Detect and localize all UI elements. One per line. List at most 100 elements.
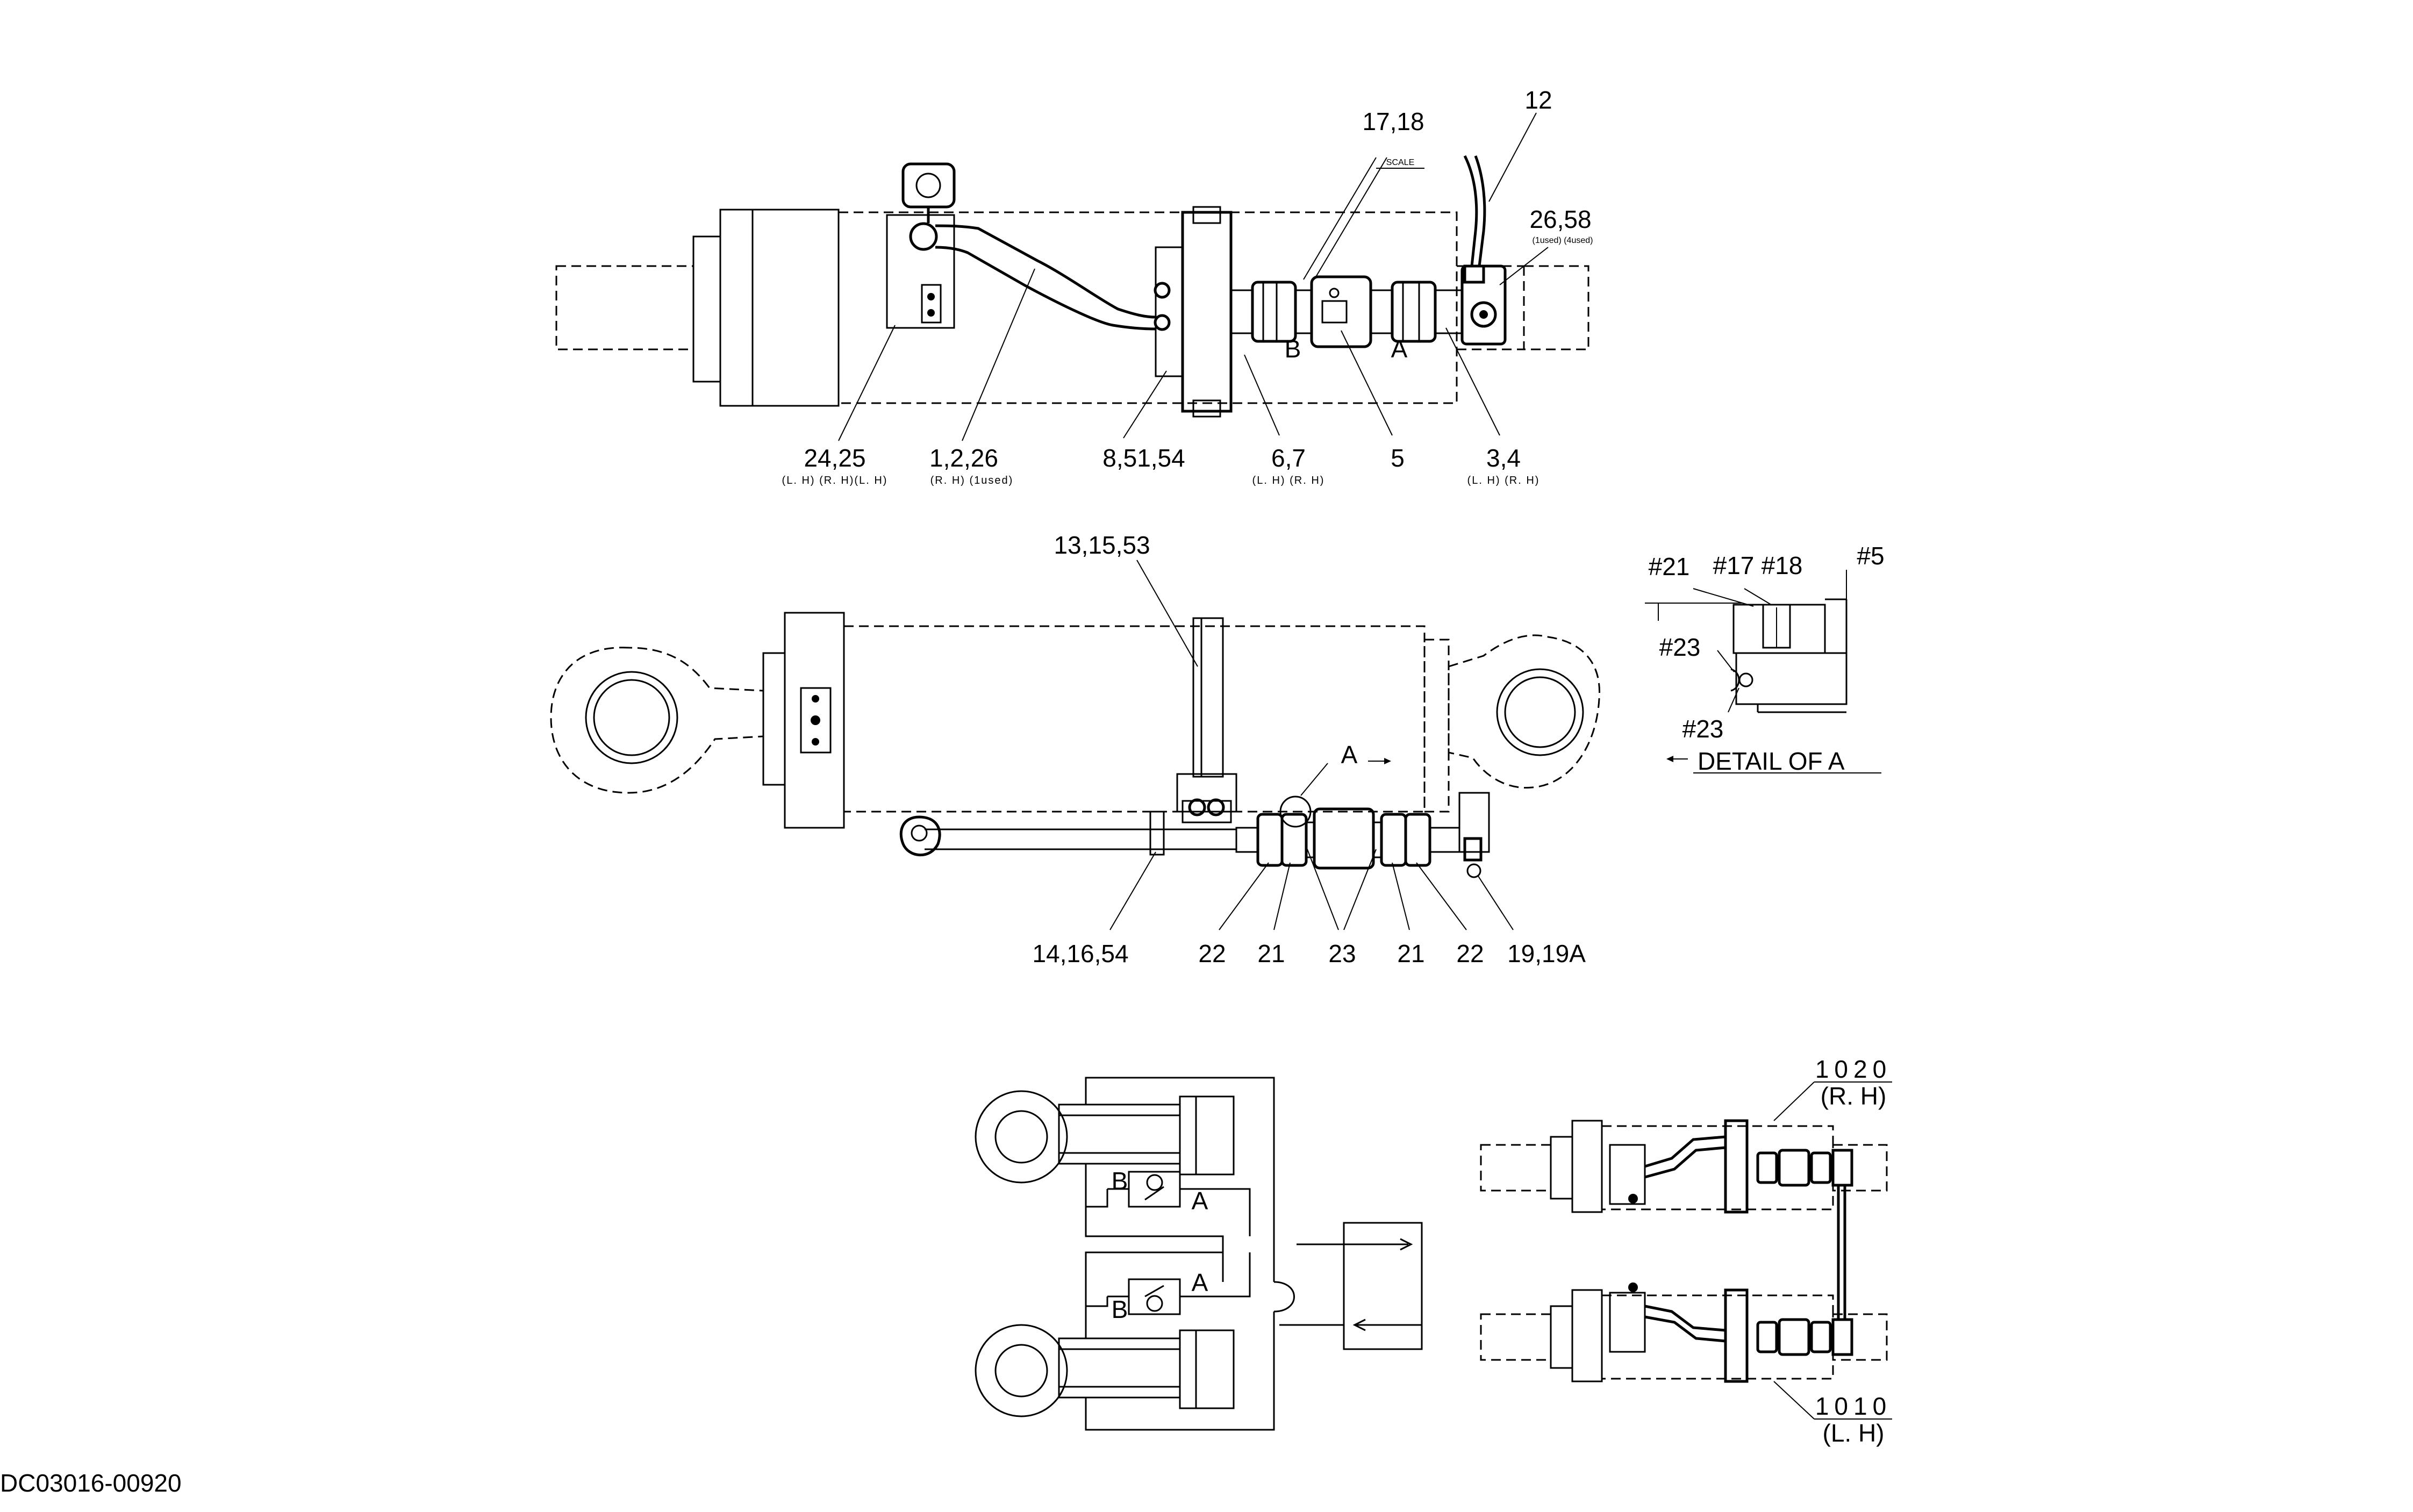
- sch-upper-orifice: [1144, 1186, 1164, 1201]
- sch-line-lower-rod: [1085, 1312, 1275, 1431]
- top-bracket-block: [921, 284, 942, 324]
- label-14-16-54: 14,16,54: [1032, 940, 1128, 968]
- top-elbow-port: [915, 173, 941, 198]
- lh-bracket: [1609, 1292, 1646, 1353]
- label-h18: #18: [1762, 551, 1803, 579]
- side-right-eye-bush: [1504, 676, 1576, 748]
- rh-pipe-2: [1644, 1146, 1726, 1179]
- label-21-right: 21: [1397, 940, 1424, 968]
- label-8-51-54: 8,51,54: [1102, 444, 1185, 472]
- label-port-b-top: B: [1285, 335, 1301, 363]
- sch-upper-piston: [1179, 1095, 1197, 1176]
- top-clamp-bolt-1: [1154, 282, 1171, 299]
- rh-rod-right: [1832, 1144, 1888, 1192]
- label-1-2-26-sub: (R. H) (1used): [930, 475, 1014, 486]
- sch-upper-barrel: [1195, 1095, 1235, 1176]
- sch-upper-valve-b-line: [1086, 1189, 1108, 1208]
- side-port-bolt-1: [812, 695, 819, 703]
- leader-19-19a: [1478, 876, 1514, 930]
- sch-lower-rod-inner: [1058, 1348, 1181, 1388]
- leader-21b: [1392, 862, 1410, 930]
- label-h5: #5: [1857, 542, 1884, 570]
- label-6-7-sub: (L. H) (R. H): [1252, 475, 1325, 486]
- leader-21a: [1273, 862, 1291, 930]
- lh-head: [1571, 1289, 1603, 1382]
- side-left-eye-bore: [585, 671, 678, 764]
- side-barrel: [843, 625, 1426, 813]
- sch-junction: [1273, 1281, 1295, 1313]
- rh-gland: [1550, 1136, 1573, 1200]
- leader-22b: [1416, 862, 1467, 930]
- sch-line-upper-head: [1085, 1164, 1224, 1282]
- label-17-18: 17,18: [1362, 108, 1424, 135]
- sch-upper-rod: [1058, 1103, 1181, 1165]
- leader-12: [1488, 112, 1537, 202]
- sch-upper-rod-inner: [1058, 1114, 1181, 1154]
- top-valve-body: [1310, 275, 1372, 348]
- label-1-2-26: 1,2,26: [929, 444, 998, 472]
- detail-leader-23a: [1717, 650, 1735, 672]
- side-grease-nipple: [1463, 837, 1483, 862]
- side-bracket-bolt-1: [1188, 798, 1206, 816]
- sch-lower-valve-b-line: [1086, 1296, 1108, 1307]
- label-lh-number: 1010: [1815, 1392, 1892, 1420]
- side-port-hole: [811, 715, 820, 725]
- sch-upper-valve-lines: [1107, 1188, 1251, 1236]
- sch-lower-barrel: [1195, 1329, 1235, 1409]
- top-head-flange: [751, 209, 840, 407]
- side-valve-body: [1313, 807, 1375, 870]
- top-swivel-cap: [1463, 264, 1485, 284]
- label-21-left: 21: [1257, 940, 1285, 968]
- detail-arrowhead: [1384, 758, 1391, 764]
- leader-5: [1341, 330, 1393, 436]
- leader-23a: [1307, 849, 1339, 930]
- lh-fitting-a: [1810, 1321, 1832, 1353]
- sch-upper-check: [1146, 1174, 1163, 1191]
- sch-upper-eye-inner: [994, 1110, 1048, 1164]
- lh-pipe-2: [1644, 1315, 1726, 1343]
- top-fitting-3: [1370, 289, 1393, 334]
- label-3-4: 3,4: [1486, 444, 1521, 472]
- label-24-25: 24,25: [804, 444, 865, 472]
- label-sch-a-lower: A: [1192, 1269, 1208, 1296]
- rh-pipe-1: [1644, 1135, 1726, 1168]
- rh-valve: [1778, 1149, 1810, 1187]
- side-vertical-bracket: [1192, 617, 1224, 778]
- top-long-pipe-left: [1463, 155, 1478, 267]
- layout-view: 1020 (R. H) 1010 (L. H): [1480, 1055, 1892, 1447]
- side-grease-ball: [1466, 863, 1481, 878]
- leader-26-58: [1499, 247, 1549, 285]
- sch-lower-check: [1146, 1295, 1163, 1312]
- lh-rod-left: [1480, 1313, 1552, 1361]
- leader-17-18b: [1314, 157, 1387, 280]
- side-left-eye-bush: [593, 679, 670, 756]
- label-sch-b-upper: B: [1112, 1167, 1128, 1195]
- sch-control-valve: [1343, 1222, 1423, 1350]
- sch-lower-eye-inner: [994, 1344, 1048, 1398]
- leader-8-51-54: [1123, 370, 1167, 439]
- side-left-eye: [550, 647, 764, 794]
- sch-lower-rod: [1058, 1337, 1181, 1399]
- leader-13-15-53: [1136, 560, 1198, 667]
- rh-end-block: [1831, 1149, 1853, 1187]
- side-bracket-foot: [1176, 773, 1237, 813]
- side-pipe-clip: [1149, 811, 1165, 856]
- detail-arrow-head: [1666, 756, 1673, 762]
- top-fitting-2: [1294, 289, 1313, 334]
- top-gland-1: [692, 235, 721, 383]
- label-sch-b-lower: B: [1112, 1295, 1128, 1323]
- sch-line-upper-rod: [1085, 1077, 1275, 1282]
- drawing-code: DC03016-00920: [0, 1469, 182, 1497]
- top-clamp-bolt-top: [1192, 206, 1221, 224]
- top-barrel: [837, 211, 1458, 404]
- label-26-58-sub: (1used) (4used): [1533, 236, 1593, 245]
- side-fitting-21b: [1380, 813, 1407, 867]
- label-19-19a: 19,19A: [1507, 940, 1586, 968]
- lh-elbow: [1628, 1282, 1638, 1292]
- top-swivel-pin: [1479, 310, 1488, 319]
- leader-17-18: [1303, 157, 1377, 280]
- rh-fitting-b: [1756, 1151, 1778, 1184]
- lh-valve: [1778, 1318, 1810, 1356]
- detail-leader-17: [1693, 588, 1754, 607]
